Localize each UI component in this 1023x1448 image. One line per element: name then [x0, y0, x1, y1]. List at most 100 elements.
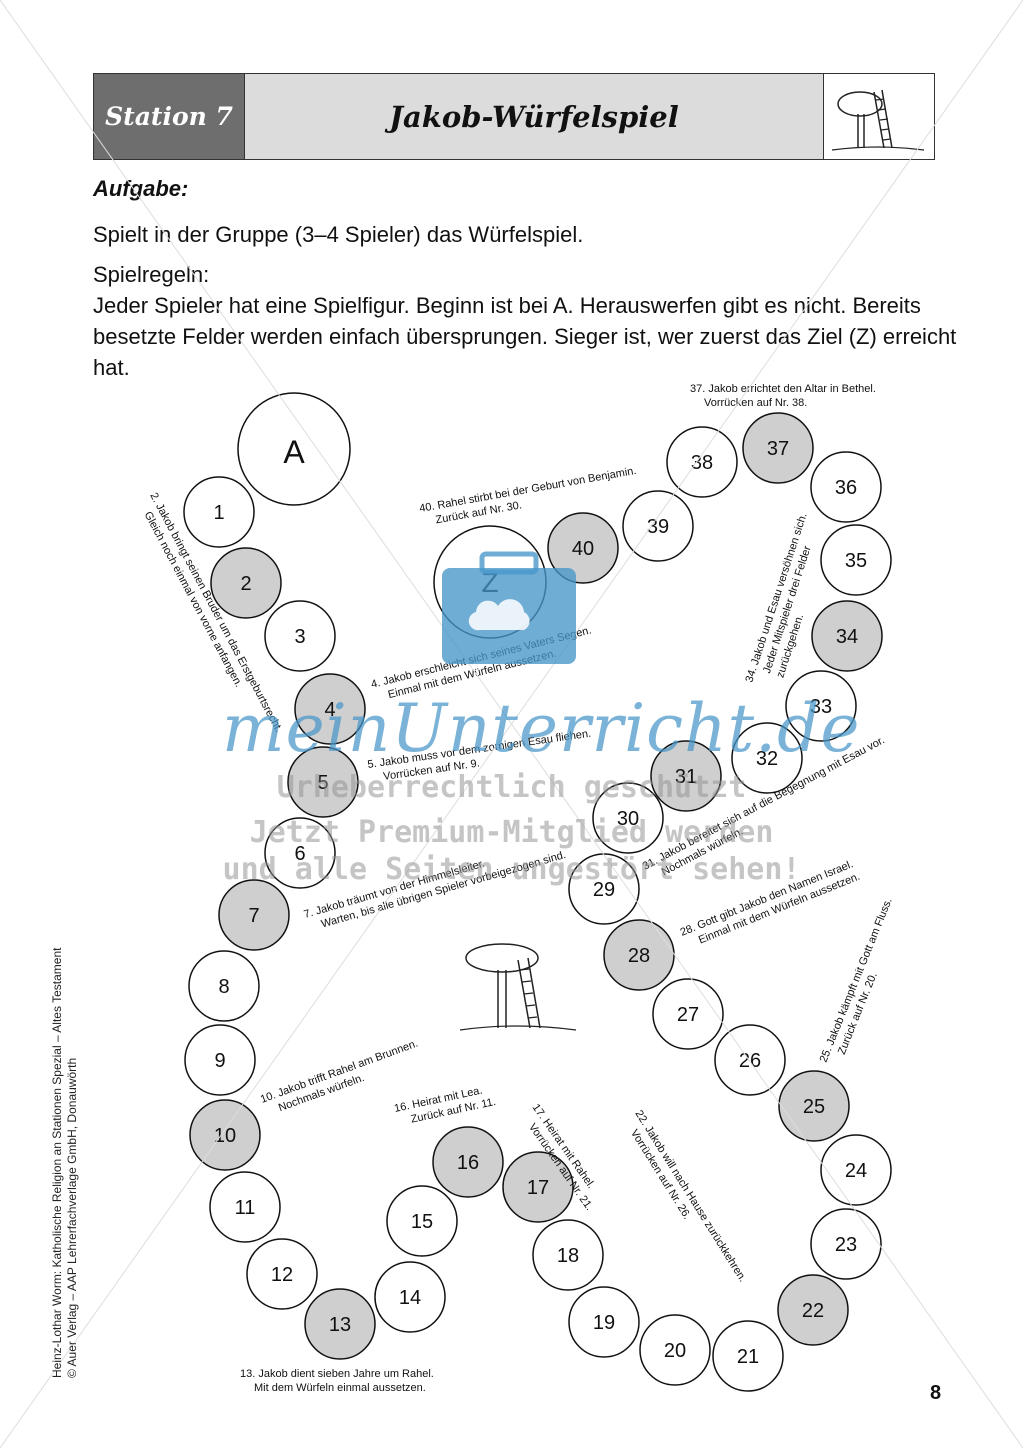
field-number: 38 [691, 452, 713, 474]
field-35 [820, 524, 892, 596]
note-line: Vorrücken auf Nr. 38. [704, 397, 807, 409]
station-header: Station 7 Jakob-Würfelspiel [93, 73, 935, 160]
field-11 [209, 1171, 281, 1243]
field-23 [810, 1208, 882, 1280]
field-21 [712, 1320, 784, 1392]
watermark-logo: meinUnterricht.de [222, 690, 861, 767]
field-number: 17 [527, 1177, 549, 1199]
field-36 [810, 451, 882, 523]
task-label: Aufgabe: [93, 176, 189, 201]
note-8: 22. Jakob will nach Hause zurückkehren.V… [628, 1108, 749, 1284]
rules-block: Spielregeln: Jeder Spieler hat eine Spie… [93, 259, 973, 383]
field-30 [592, 782, 664, 854]
field-17 [502, 1151, 574, 1223]
field-4 [294, 673, 366, 745]
field-number: 34 [836, 626, 858, 648]
field-33 [785, 670, 857, 742]
rules-heading: Spielregeln: [93, 262, 210, 287]
field-number: 12 [271, 1264, 293, 1286]
side-credit: Heinz-Lothar Worm: Katholische Religion … [50, 948, 80, 1378]
field-number: 6 [294, 843, 305, 865]
field-number: 18 [557, 1245, 579, 1267]
field-16 [432, 1126, 504, 1198]
field-number: 40 [572, 538, 594, 560]
field-number: 2 [240, 573, 251, 595]
field-number: 11 [235, 1197, 256, 1219]
field-28 [603, 919, 675, 991]
field-number: 3 [294, 626, 305, 648]
field-number: 10 [214, 1125, 236, 1147]
field-number: 36 [835, 477, 857, 499]
station-label: Station 7 [94, 74, 244, 159]
field-number: 9 [214, 1050, 225, 1072]
field-number: 19 [593, 1312, 615, 1334]
field-number: 28 [628, 945, 650, 967]
field-number: 4 [324, 699, 335, 721]
field-number: 5 [317, 772, 328, 794]
watermark-line-1: Urheberrechtlich geschützt [276, 770, 747, 805]
field-12 [246, 1238, 318, 1310]
field-number: 29 [593, 879, 615, 901]
start-label: A [283, 434, 305, 470]
field-9 [184, 1024, 256, 1096]
note-12: 34. Jakob und Esau versöhnen sich.Jeder … [743, 512, 813, 684]
field-39 [622, 490, 694, 562]
field-26 [714, 1024, 786, 1096]
note-line: 13. Jakob dient sieben Jahre um Rahel. [240, 1368, 434, 1380]
field-number: 1 [213, 502, 224, 524]
field-3 [264, 600, 336, 672]
watermark-briefcase-handle [479, 551, 539, 575]
field-18 [532, 1219, 604, 1291]
note-13: 37. Jakob errichtet den Altar in Bethel.… [690, 383, 876, 409]
field-number: 8 [218, 976, 229, 998]
field-number: 22 [802, 1300, 824, 1322]
field-number: 33 [810, 696, 832, 718]
field-number: 24 [845, 1160, 867, 1182]
page-number: 8 [930, 1382, 942, 1404]
field-27 [652, 978, 724, 1050]
field-number: 35 [845, 550, 867, 572]
field-number: 23 [835, 1234, 857, 1256]
credit-line-2: © Auer Verlag – AAP Lehrerfachverlage Gm… [65, 1057, 79, 1378]
center-illustration [459, 943, 577, 1031]
field-13 [304, 1288, 376, 1360]
field-7 [218, 879, 290, 951]
watermark-line-2: Jetzt Premium-Mitglied werden [249, 815, 774, 850]
field-number: 32 [756, 748, 778, 770]
note-14: 40. Rahel stirbt bei der Geburt von Benj… [418, 465, 637, 526]
field-number: 31 [675, 766, 697, 788]
field-1 [183, 476, 255, 548]
note-line: 37. Jakob errichtet den Altar in Bethel. [690, 383, 876, 395]
field-number: 13 [329, 1314, 351, 1336]
field-number: 20 [664, 1340, 686, 1362]
field-number: 7 [248, 905, 259, 927]
field-19 [568, 1286, 640, 1358]
field-number: 14 [399, 1287, 421, 1309]
note-line: 22. Jakob will nach Hause zurückkehren. [632, 1108, 748, 1284]
note-5: 13. Jakob dient sieben Jahre um Rahel. Mi… [240, 1368, 434, 1394]
field-5 [287, 746, 359, 818]
note-line: 40. Rahel stirbt bei der Geburt von Benj… [418, 465, 637, 515]
field-2 [210, 547, 282, 619]
note-9: 25. Jakob kämpft mit Gott am Fluss.Zurüc… [818, 896, 895, 1064]
field-32 [731, 722, 803, 794]
field-number: 37 [767, 438, 789, 460]
field-15 [386, 1185, 458, 1257]
field-14 [374, 1261, 446, 1333]
note-line: 25. Jakob kämpft mit Gott am Fluss. [818, 896, 895, 1064]
start-field [237, 392, 351, 506]
field-number: 39 [647, 516, 669, 538]
page-title: Jakob-Würfelspiel [244, 74, 824, 159]
tree-ladder-illustration [824, 74, 934, 159]
credit-line-1: Heinz-Lothar Worm: Katholische Religion … [50, 947, 64, 1378]
field-number: 30 [617, 808, 639, 830]
field-number: 27 [677, 1004, 699, 1026]
field-25 [778, 1070, 850, 1142]
field-number: 21 [737, 1346, 759, 1368]
field-10 [189, 1099, 261, 1171]
note-line: Mit dem Würfeln einmal aussetzen. [254, 1382, 426, 1394]
field-20 [639, 1314, 711, 1386]
field-31 [650, 740, 722, 812]
